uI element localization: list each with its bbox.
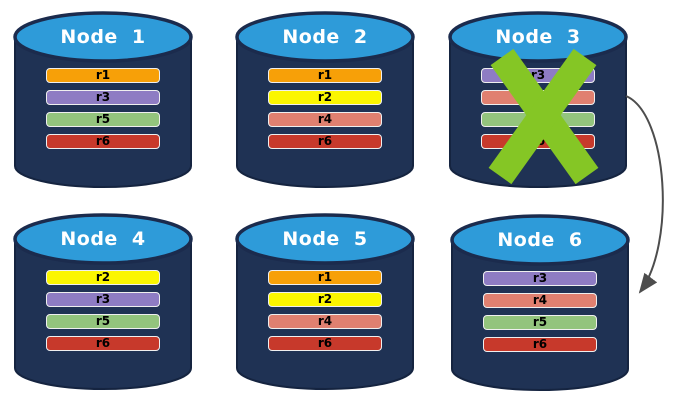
replica-bar: r5 [46,112,160,127]
node-1-title: Node 1 [60,26,146,48]
replica-bar: r3 [483,271,597,286]
replica-bar: r5 [483,315,597,330]
node-2: Node 2 r1 r2 r4 r6 [235,10,415,190]
node-4: Node 4 r2 r3 r5 r6 [13,212,193,392]
replica-bar: r6 [483,337,597,352]
replica-list: r2 r3 r5 r6 [46,270,160,358]
replica-list: r1 r2 r4 r6 [268,270,382,358]
replica-bar: r5 [46,314,160,329]
node-1: Node 1 r1 r3 r5 r6 [13,10,193,190]
replica-bar: r1 [46,68,160,83]
replica-bar: r1 [268,270,382,285]
node-4-title: Node 4 [60,228,146,250]
replica-bar: r1 [268,68,382,83]
replica-bar: r2 [268,90,382,105]
node-5-title: Node 5 [282,228,368,250]
failure-x-icon [488,48,599,185]
replica-bar: r3 [46,292,160,307]
replica-bar: r6 [268,134,382,149]
node-5: Node 5 r1 r2 r4 r6 [235,212,415,392]
replica-bar: r4 [268,112,382,127]
node-3: Node 3 r3 r4 r5 r6 [448,10,628,190]
replica-bar: r4 [268,314,382,329]
replica-bar: r6 [268,336,382,351]
replica-bar: r4 [483,293,597,308]
node-6: Node 6 r3 r4 r5 r6 [450,213,630,393]
replica-list: r3 r4 r5 r6 [483,271,597,359]
replica-list: r1 r2 r4 r6 [268,68,382,156]
replica-bar: r6 [46,134,160,149]
replica-bar: r3 [46,90,160,105]
replica-bar: r6 [46,336,160,351]
node-2-title: Node 2 [282,26,368,48]
node-3-title: Node 3 [495,26,581,48]
replica-bar: r2 [268,292,382,307]
replica-bar: r2 [46,270,160,285]
node-6-title: Node 6 [497,229,583,251]
replica-list: r1 r3 r5 r6 [46,68,160,156]
